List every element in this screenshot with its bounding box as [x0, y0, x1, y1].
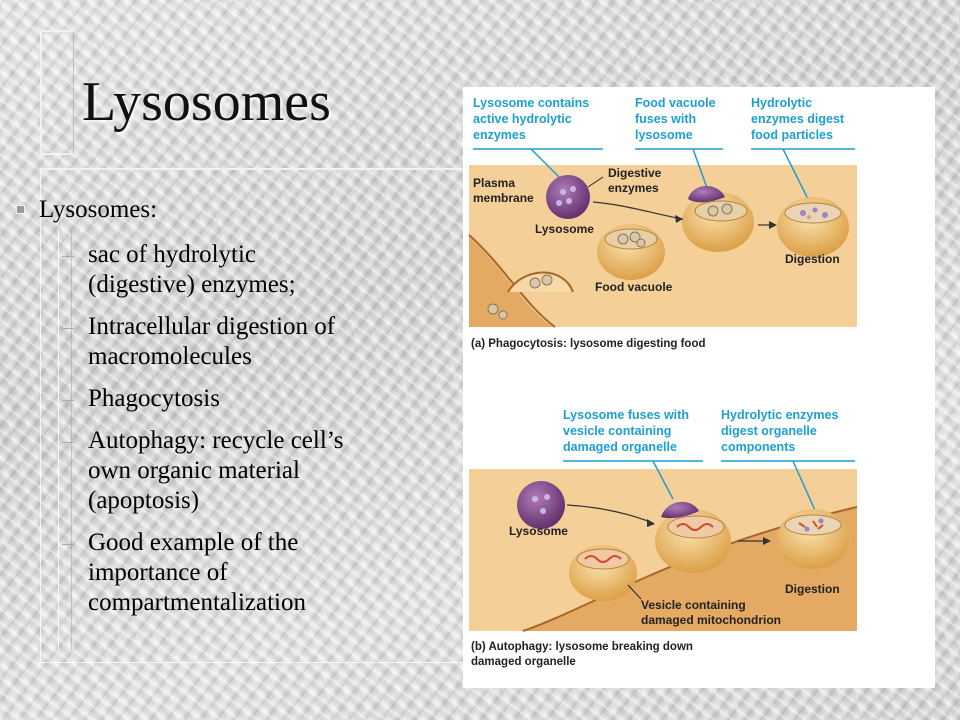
main-bullet-text: Lysosomes:	[39, 196, 158, 223]
sub-bullet: Phagocytosis	[62, 384, 428, 414]
label-digestion-a: Digestion	[785, 252, 840, 266]
label-food-vacuole: Food vacuole	[595, 280, 673, 294]
label-digestion-b: Digestion	[785, 582, 840, 596]
slide-title: Lysosomes	[82, 71, 331, 133]
caption-a: (a) Phagocytosis: lysosome digesting foo…	[471, 338, 706, 350]
sub-bullet: sac of hydrolytic(digestive) enzymes;	[62, 240, 428, 300]
decorative-frame-line	[58, 230, 72, 650]
bullet-square-icon	[16, 204, 25, 214]
decorative-frame-vertical	[40, 30, 74, 155]
label-lysosome-a: Lysosome	[535, 222, 594, 236]
label-lysosome-b: Lysosome	[509, 524, 568, 538]
lysosome-a	[546, 175, 590, 219]
main-bullet: Lysosomes:	[10, 196, 157, 224]
lysosome-b	[517, 481, 565, 529]
sub-bullet-list: sac of hydrolytic(digestive) enzymes; In…	[62, 240, 428, 630]
